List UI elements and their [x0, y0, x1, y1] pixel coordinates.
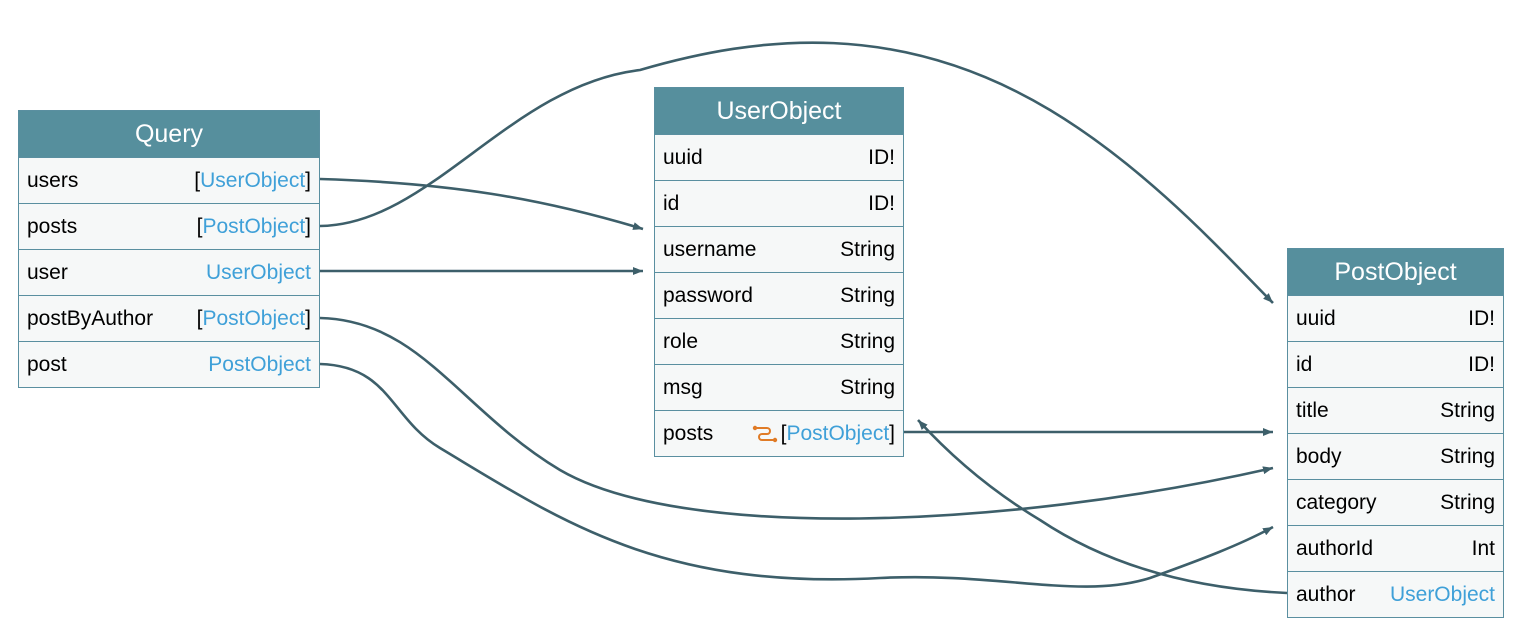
- postobject-field-title[interactable]: title String: [1288, 387, 1503, 433]
- field-name: posts: [27, 214, 78, 238]
- field-name: posts: [663, 421, 714, 445]
- userobject-field-posts[interactable]: posts [PostObject]: [655, 410, 903, 456]
- edge-postobject-author-to-userobject: [917, 419, 1288, 595]
- field-name: category: [1296, 490, 1377, 514]
- query-field-posts[interactable]: posts [PostObject]: [19, 203, 319, 249]
- query-field-users[interactable]: users [UserObject]: [19, 157, 319, 203]
- postobject-field-uuid[interactable]: uuid ID!: [1288, 295, 1503, 341]
- field-name: body: [1296, 444, 1342, 468]
- postobject-field-category[interactable]: category String: [1288, 479, 1503, 525]
- list-bracket-open: [: [196, 306, 203, 330]
- query-field-postbyauthor[interactable]: postByAuthor [PostObject]: [19, 295, 319, 341]
- field-type: UserObject: [206, 261, 311, 285]
- type-link-userobject[interactable]: UserObject: [205, 260, 311, 284]
- field-type: [PostObject]: [751, 422, 895, 446]
- list-bracket-open: [: [194, 168, 201, 192]
- field-name: users: [27, 168, 79, 192]
- query-field-post[interactable]: post PostObject: [19, 341, 319, 387]
- field-type: PostObject: [208, 353, 311, 377]
- userobject-field-username[interactable]: username String: [655, 226, 903, 272]
- edge-query-users-to-userobject: [319, 177, 644, 231]
- field-type: ID!: [1468, 306, 1495, 330]
- list-bracket-close: ]: [889, 421, 895, 445]
- field-type: ID!: [868, 191, 895, 215]
- field-type: String: [840, 375, 895, 399]
- field-name: title: [1296, 398, 1329, 422]
- userobject-field-uuid[interactable]: uuid ID!: [655, 134, 903, 180]
- list-bracket-close: ]: [305, 306, 311, 330]
- type-link-userobject[interactable]: UserObject: [200, 168, 306, 192]
- relay-connection-icon: [752, 425, 777, 442]
- field-type: ID!: [1468, 352, 1495, 376]
- field-name: username: [663, 237, 757, 261]
- field-type: String: [840, 283, 895, 307]
- field-name: author: [1296, 582, 1356, 606]
- postobject-node[interactable]: PostObject uuid ID! id ID! title String …: [1287, 248, 1504, 618]
- field-name: postByAuthor: [27, 306, 154, 330]
- userobject-field-id[interactable]: id ID!: [655, 180, 903, 226]
- field-type: String: [840, 329, 895, 353]
- userobject-field-role[interactable]: role String: [655, 318, 903, 364]
- query-node-title: Query: [19, 111, 319, 157]
- list-bracket-close: ]: [305, 214, 311, 238]
- field-type: [UserObject]: [194, 169, 311, 193]
- type-link-postobject[interactable]: PostObject: [208, 352, 311, 376]
- field-type: String: [1440, 398, 1495, 422]
- type-link-postobject[interactable]: PostObject: [786, 421, 890, 445]
- field-type: [PostObject]: [197, 307, 311, 331]
- field-name: id: [663, 191, 680, 215]
- field-type: String: [840, 237, 895, 261]
- type-link-userobject[interactable]: UserObject: [1389, 582, 1495, 606]
- type-link-postobject[interactable]: PostObject: [202, 306, 306, 330]
- field-name: authorId: [1296, 536, 1374, 560]
- list-bracket-open: [: [780, 421, 787, 445]
- edge-query-postbyauthor-to-postobject: [319, 316, 1274, 520]
- postobject-field-id[interactable]: id ID!: [1288, 341, 1503, 387]
- query-field-user[interactable]: user UserObject: [19, 249, 319, 295]
- field-name: user: [27, 260, 68, 284]
- userobject-node-title: UserObject: [655, 88, 903, 134]
- userobject-field-msg[interactable]: msg String: [655, 364, 903, 410]
- userobject-field-password[interactable]: password String: [655, 272, 903, 318]
- field-name: uuid: [663, 145, 703, 169]
- postobject-field-body[interactable]: body String: [1288, 433, 1503, 479]
- field-type: ID!: [868, 145, 895, 169]
- userobject-node[interactable]: UserObject uuid ID! id ID! username Stri…: [654, 87, 904, 457]
- field-type: Int: [1471, 536, 1495, 560]
- field-name: password: [663, 283, 753, 307]
- field-type: String: [1440, 444, 1495, 468]
- field-type: [PostObject]: [197, 215, 311, 239]
- list-bracket-close: ]: [305, 168, 311, 192]
- field-name: uuid: [1296, 306, 1336, 330]
- field-name: id: [1296, 352, 1313, 376]
- type-link-postobject[interactable]: PostObject: [202, 214, 306, 238]
- field-name: role: [663, 329, 699, 353]
- postobject-field-author[interactable]: author UserObject: [1288, 571, 1503, 617]
- list-bracket-open: [: [196, 214, 203, 238]
- edge-query-posts-to-postobject: [319, 41, 1274, 304]
- query-node[interactable]: Query users [UserObject] posts [PostObje…: [18, 110, 320, 388]
- field-type: String: [1440, 490, 1495, 514]
- field-name: post: [27, 352, 67, 376]
- field-name: msg: [663, 375, 703, 399]
- postobject-field-authorid[interactable]: authorId Int: [1288, 525, 1503, 571]
- postobject-node-title: PostObject: [1288, 249, 1503, 295]
